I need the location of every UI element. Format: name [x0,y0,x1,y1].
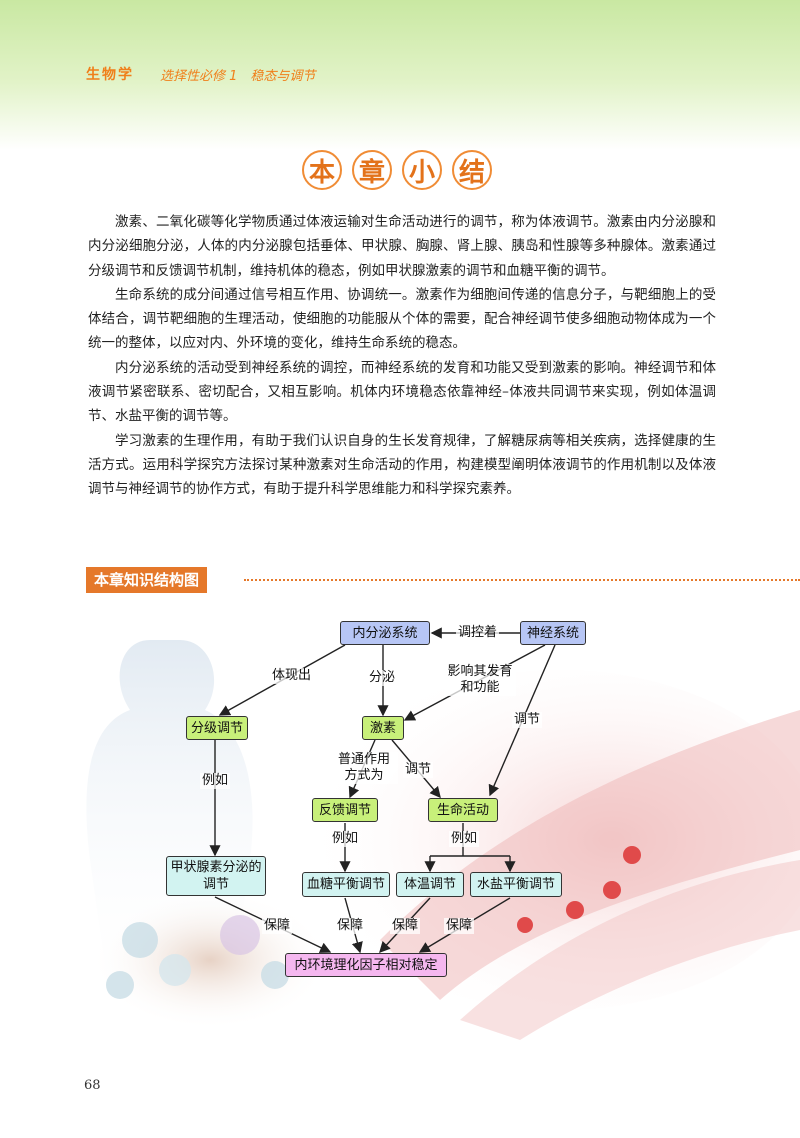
header-band [0,0,800,150]
label-manifest: 体现出 [270,668,314,684]
cell [261,961,289,989]
label-controls: 调控着 [456,625,500,641]
node-life-activity: 生命活动 [428,798,498,822]
node-water-salt-regulation: 水盐平衡调节 [470,872,562,897]
label-affect-development: 影响其发育和功能 [444,664,516,696]
node-nervous-system: 神经系统 [520,621,586,645]
label-for-example: 例如 [200,773,231,789]
cell [159,954,191,986]
label-for-example: 例如 [449,831,480,847]
knowledge-map-section-title: 本章知识结构图 [86,567,208,593]
blood-cell [566,901,584,919]
blood-cell [623,846,641,864]
title-char: 章 [352,150,392,190]
title-char: 本 [302,150,342,190]
paragraph: 学习激素的生理作用，有助于我们认识自身的生长发育规律，了解糖尿病等相关疾病，选择… [88,432,716,498]
label-regulate: 调节 [512,712,543,728]
paragraph: 生命系统的成分间通过信号相互作用、协调统一。激素作为细胞间传递的信息分子，与靶细… [88,286,716,352]
blood-cell [517,917,533,933]
node-endocrine-system: 内分泌系统 [340,621,430,645]
page-number: 68 [84,1078,101,1093]
label-regulate: 调节 [403,762,434,778]
cell [122,922,158,958]
cell [220,915,260,955]
node-glucose-regulation: 血糖平衡调节 [302,872,390,897]
blood-cell [603,881,621,899]
label-guarantee: 保障 [390,918,421,934]
label-for-example: 例如 [330,831,361,847]
vessel-tube [460,860,800,1040]
label-guarantee: 保障 [335,918,366,934]
node-graded-regulation: 分级调节 [186,716,248,740]
summary-body: 激素、二氧化碳等化学物质通过体液运输对生命活动进行的调节，称为体液调节。激素由内… [88,210,716,502]
label-common-mode: 普通作用方式为 [330,752,398,784]
title-char: 小 [402,150,442,190]
vessel-tube [380,710,800,1000]
cell [106,971,134,999]
header-book-title: 选择性必修 1 稳态与调节 [160,69,316,84]
label-guarantee: 保障 [262,918,293,934]
chapter-summary-title: 本 章 小 结 [302,150,492,190]
node-internal-env-stable: 内环境理化因子相对稳定 [285,953,447,977]
background-illustration [86,640,800,1040]
header-subject: 生物学 [86,67,134,83]
label-guarantee: 保障 [444,918,475,934]
title-char: 结 [452,150,492,190]
label-secrete: 分泌 [367,670,398,686]
paragraph: 激素、二氧化碳等化学物质通过体液运输对生命活动进行的调节，称为体液调节。激素由内… [88,214,716,279]
node-hormone: 激素 [362,716,404,740]
node-feedback-regulation: 反馈调节 [312,798,378,822]
section-divider [244,579,800,581]
node-thyroid-regulation: 甲状腺素分泌的调节 [166,856,266,896]
paragraph: 内分泌系统的活动受到神经系统的调控，而神经系统的发育和功能又受到激素的影响。神经… [88,359,716,425]
node-temperature-regulation: 体温调节 [396,872,464,897]
